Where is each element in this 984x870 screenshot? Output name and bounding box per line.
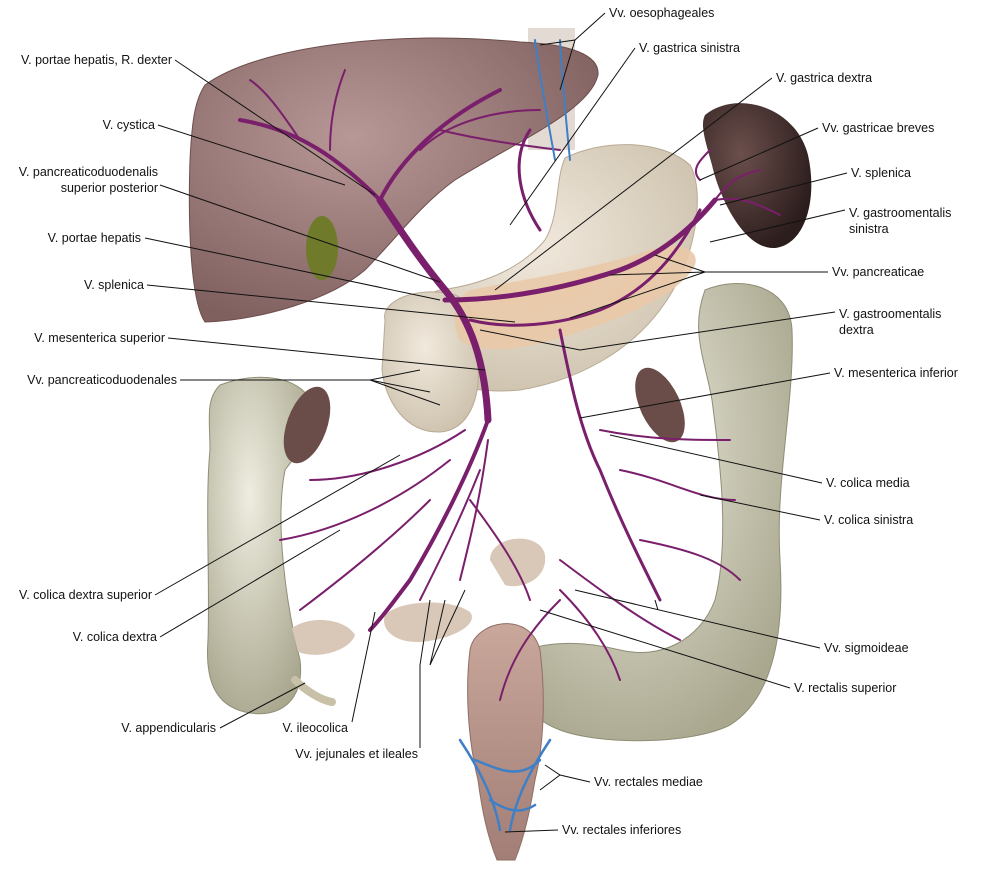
label-gastroomentalis-sinistra-line2: sinistra: [849, 222, 889, 236]
label-gastrica-sinistra: V. gastrica sinistra: [639, 41, 740, 55]
label-gastroomentalis-sinistra-line1: V. gastroomentalis: [849, 206, 951, 220]
label-sigmoideae: Vv. sigmoideae: [824, 641, 909, 655]
ileum-loop: [384, 602, 472, 643]
label-rectalis-superior: V. rectalis superior: [794, 681, 896, 695]
label-pancreaticae: Vv. pancreaticae: [832, 265, 924, 279]
labels-right: Vv. oesophageales V. gastrica sinistra V…: [562, 6, 958, 837]
label-cystica: V. cystica: [103, 118, 155, 132]
label-pancreaticoduodenalis-line2: superior posterior: [61, 181, 158, 195]
label-colica-dextra: V. colica dextra: [73, 630, 157, 644]
label-rectales-inferiores: Vv. rectales inferiores: [562, 823, 681, 837]
label-pancreaticoduodenalis-line1: V. pancreaticoduodenalis: [19, 165, 158, 179]
label-colica-media: V. colica media: [826, 476, 910, 490]
label-mesenterica-inferior: V. mesenterica inferior: [834, 366, 958, 380]
descending-colon: [513, 283, 793, 742]
jejunum-loop: [490, 538, 546, 587]
label-gastroomentalis-dextra-line1: V. gastroomentalis: [839, 307, 941, 321]
label-splenica-right: V. splenica: [851, 166, 911, 180]
colon-stump-right: [635, 367, 685, 443]
appendix: [291, 676, 336, 706]
labels-left: V. portae hepatis, R. dexter V. cystica …: [19, 53, 418, 761]
spleen: [702, 103, 812, 249]
colon-stump-left: [283, 386, 331, 464]
label-oesophageales: Vv. oesophageales: [609, 6, 714, 20]
label-jejunales-et-ileales: Vv. jejunales et ileales: [295, 747, 418, 761]
label-mesenterica-superior: V. mesenterica superior: [34, 331, 165, 345]
portal-vein-system: [238, 69, 781, 701]
label-portae-hepatis: V. portae hepatis: [48, 231, 141, 245]
rectal-veins: [458, 39, 571, 832]
duodenum: [381, 291, 479, 433]
label-colica-dextra-superior: V. colica dextra superior: [19, 588, 152, 602]
label-colica-sinistra: V. colica sinistra: [824, 513, 913, 527]
pancreas: [454, 245, 696, 350]
rectum: [467, 623, 544, 861]
label-gastricae-breves: Vv. gastricae breves: [822, 121, 934, 135]
label-ileocolica: V. ileocolica: [282, 721, 348, 735]
label-gastroomentalis-dextra-line2: dextra: [839, 323, 874, 337]
label-rectales-mediae: Vv. rectales mediae: [594, 775, 703, 789]
label-splenica-left: V. splenica: [84, 278, 144, 292]
label-gastrica-dextra: V. gastrica dextra: [776, 71, 872, 85]
gallbladder: [306, 216, 338, 280]
label-appendicularis: V. appendicularis: [121, 721, 216, 735]
label-portae-hepatis-r-dexter: V. portae hepatis, R. dexter: [21, 53, 172, 67]
label-pancreaticoduodenales: Vv. pancreaticoduodenales: [27, 373, 177, 387]
terminal-ileum: [292, 619, 355, 655]
leader-lines: [144, 12, 848, 833]
